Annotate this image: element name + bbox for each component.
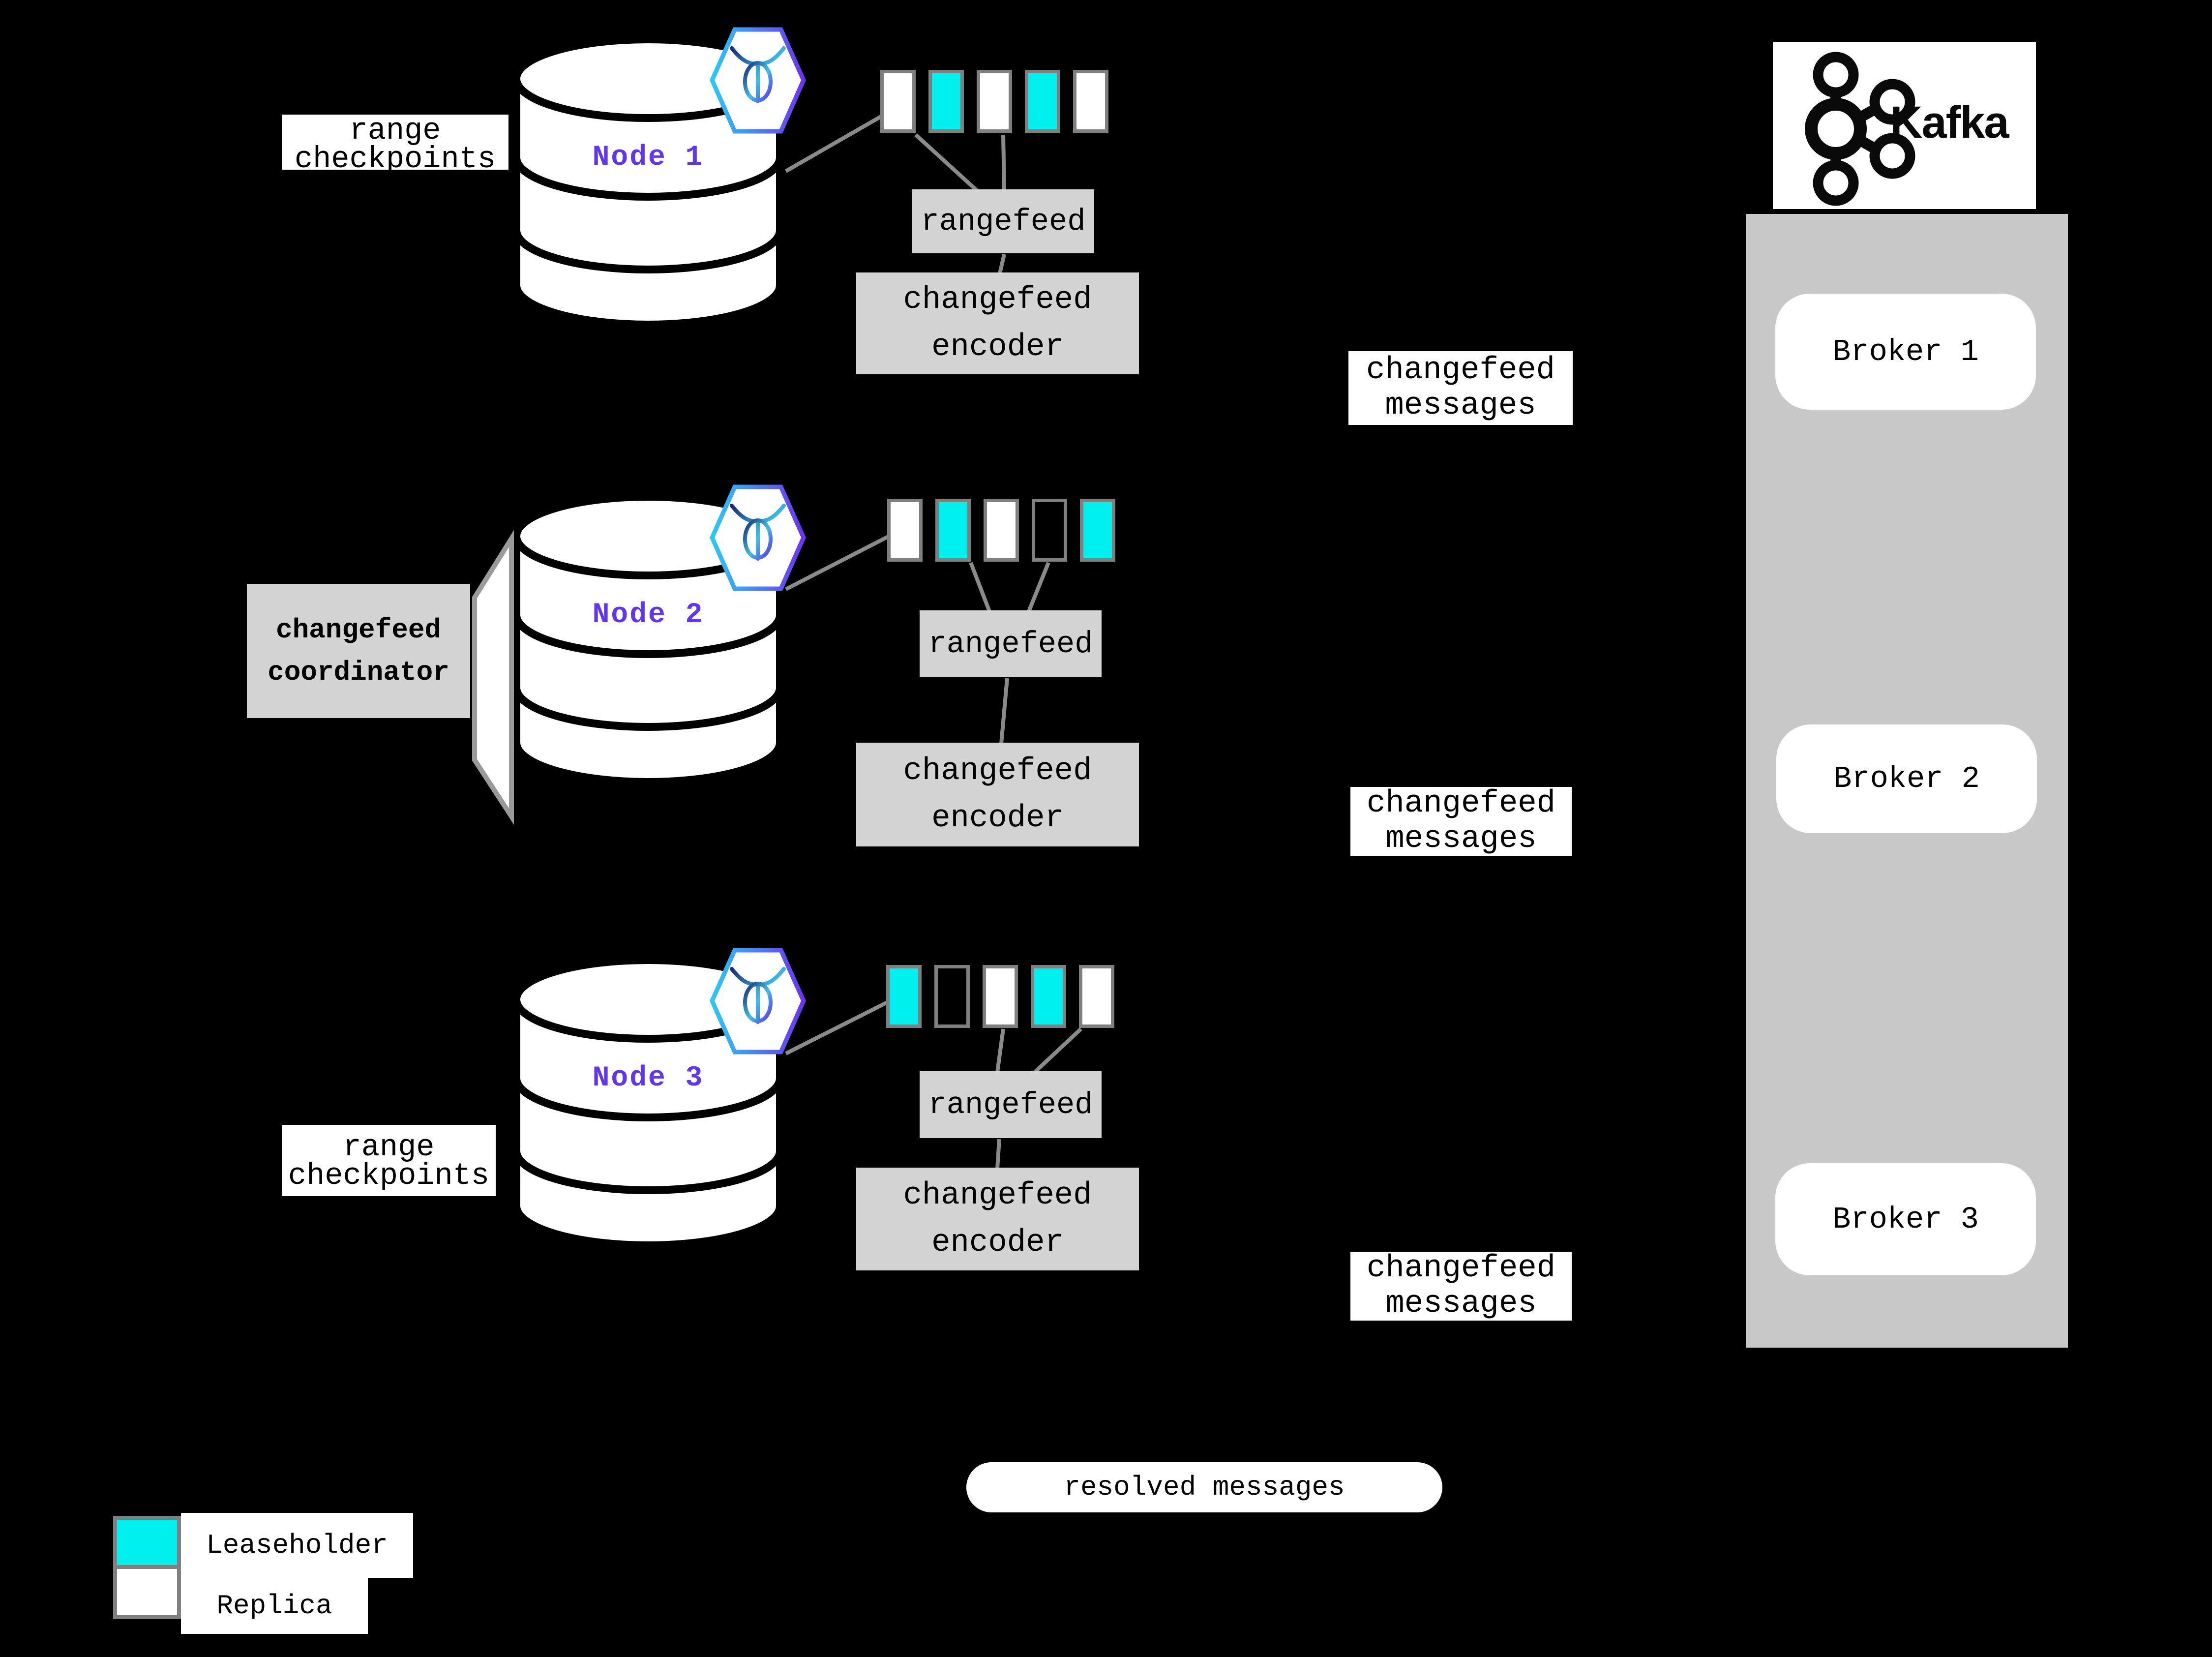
node3-rangefeed-box: rangefeed — [920, 1071, 1102, 1138]
node3-cylinder-icon — [512, 956, 784, 1249]
range-rect-none — [934, 965, 970, 1028]
broker-2-box: Broker 2 — [1776, 724, 2037, 833]
node3-changefeed-encoder-box: changefeed encoder — [856, 1168, 1139, 1270]
messages-line2: messages — [1385, 1286, 1537, 1322]
cockroachdb-icon — [710, 27, 806, 134]
broker-1-box: Broker 1 — [1775, 294, 2036, 410]
range-rect-leaseholder — [1031, 965, 1066, 1028]
coordinator-arrowhead-icon — [234, 677, 248, 691]
coordinator-pointer-flag — [472, 530, 514, 825]
range-rect-replica — [887, 499, 923, 562]
range-rect-none — [1032, 499, 1067, 562]
node1-rangefeed-box: rangefeed — [912, 189, 1094, 253]
range-rect-replica — [1073, 70, 1108, 133]
changefeed-messages-label-3: changefeed messages — [1350, 1251, 1572, 1322]
encoder-line2: encoder — [931, 800, 1064, 836]
messages-line1: changefeed — [1366, 1251, 1556, 1286]
range-rect-replica — [1079, 965, 1114, 1028]
resolved-messages-pill: resolved messages — [966, 1462, 1442, 1512]
coordinator-line1: changefeed — [275, 614, 442, 646]
range-rect-leaseholder — [1080, 499, 1115, 562]
node2-label: Node 2 — [592, 599, 704, 631]
range-checkpoints-label-2: range checkpoints — [282, 1125, 496, 1196]
node2-range-row — [887, 499, 1115, 562]
node1-label: Node 1 — [592, 141, 704, 174]
range-checkpoints-line2: checkpoints — [294, 142, 496, 170]
legend-leaseholder-label: Leaseholder — [181, 1513, 413, 1578]
kafka-broker-container: Broker 1 Broker 2 Broker 3 — [1746, 214, 2068, 1348]
range-rect-leaseholder — [928, 70, 964, 133]
legend-leaseholder-swatch — [113, 1516, 181, 1569]
node1-cylinder-icon — [512, 35, 784, 329]
node3-label: Node 3 — [592, 1062, 704, 1094]
node2-changefeed-encoder-box: changefeed encoder — [856, 743, 1139, 846]
kafka-logo-box: Kafka — [1773, 42, 2036, 209]
kafka-title: Kafka — [1890, 97, 2009, 148]
node1-range-row — [880, 70, 1108, 133]
messages-line2: messages — [1385, 821, 1537, 857]
encoder-line2: encoder — [931, 329, 1064, 365]
encoder-line1: changefeed — [903, 1177, 1092, 1213]
cockroachdb-icon — [710, 948, 806, 1054]
legend-replica-label: Replica — [181, 1578, 368, 1634]
kafka-icon — [1805, 52, 1915, 206]
range-rect-replica — [984, 499, 1019, 562]
range-checkpoints-line2: checkpoints — [288, 1158, 490, 1193]
node3-range-row — [886, 965, 1114, 1028]
range-rect-leaseholder — [886, 965, 922, 1028]
changefeed-messages-label-2: changefeed messages — [1350, 786, 1572, 857]
broker-3-box: Broker 3 — [1775, 1163, 2036, 1275]
range-checkpoints-line1: range — [349, 115, 441, 148]
legend-replica-swatch — [113, 1565, 181, 1619]
range-rect-replica — [880, 70, 916, 133]
range-rect-leaseholder — [935, 499, 971, 562]
messages-line2: messages — [1385, 388, 1536, 423]
changefeed-messages-label-1: changefeed messages — [1348, 351, 1573, 425]
range-rect-leaseholder — [1025, 70, 1060, 133]
messages-line1: changefeed — [1366, 353, 1555, 388]
range-checkpoints-line1: range — [343, 1129, 435, 1165]
range-rect-replica — [977, 70, 1012, 133]
encoder-line1: changefeed — [903, 753, 1092, 789]
range-rect-replica — [983, 965, 1018, 1028]
connector-lines — [785, 112, 1082, 1169]
changefeed-coordinator-box: changefeed coordinator — [247, 584, 470, 718]
encoder-line1: changefeed — [903, 282, 1092, 318]
encoder-line2: encoder — [931, 1225, 1064, 1261]
node2-rangefeed-box: rangefeed — [920, 610, 1102, 677]
coordinator-line2: coordinator — [268, 656, 449, 688]
messages-line1: changefeed — [1366, 786, 1556, 821]
node1-changefeed-encoder-box: changefeed encoder — [856, 272, 1139, 374]
cockroachdb-icon — [710, 484, 806, 591]
range-checkpoints-label-1: range checkpoints — [282, 115, 508, 170]
